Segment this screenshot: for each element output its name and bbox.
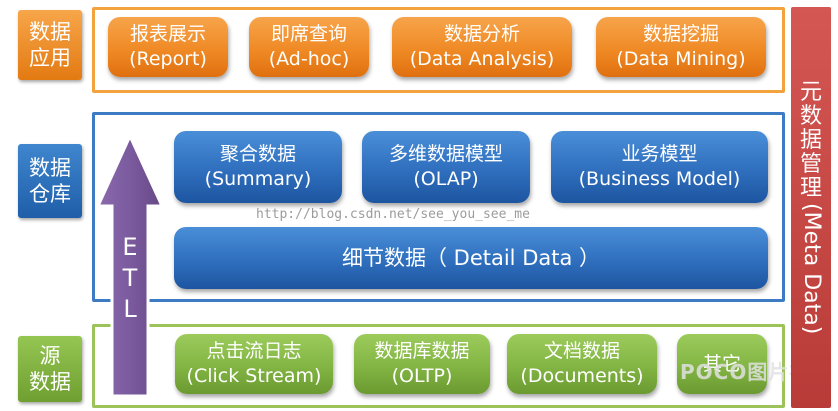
- layer-label-line: 源: [39, 344, 61, 368]
- box-title: 报表展示: [129, 23, 206, 45]
- app-box-report: 报表展示 (Report): [108, 17, 228, 77]
- meta-char: 据: [799, 127, 822, 153]
- layer-label-line: 数据: [29, 156, 71, 180]
- dw-box-business-model: 业务模型 (Business Model): [551, 131, 768, 203]
- box-subtitle: (Data Mining): [616, 48, 746, 70]
- box-title: 文档数据: [543, 340, 620, 362]
- box-title: 聚合数据: [219, 143, 296, 165]
- dw-box-summary: 聚合数据 (Summary): [174, 131, 342, 203]
- src-box-documents: 文档数据 (Documents): [507, 334, 657, 394]
- src-box-click-stream: 点击流日志 (Click Stream): [175, 334, 333, 394]
- box-subtitle: (Documents): [520, 365, 644, 387]
- source-frame: [92, 324, 785, 408]
- box-title: 数据分析: [443, 23, 520, 45]
- box-title: 细节数据（ Detail Data ）: [341, 245, 601, 270]
- box-title: 其它: [702, 352, 741, 375]
- box-subtitle: (Business Model): [578, 168, 741, 190]
- app-box-data-analysis: 数据分析 (Data Analysis): [392, 17, 572, 77]
- layer-label-line: 数据: [29, 370, 71, 394]
- dw-box-detail-data: 细节数据（ Detail Data ）: [174, 227, 768, 289]
- etl-letter: T: [122, 264, 138, 292]
- application-frame: [92, 7, 785, 93]
- watermark-url: http://blog.csdn.net/see_you_see_me: [256, 207, 530, 222]
- box-title: 多维数据模型: [388, 143, 503, 165]
- etl-label: E T L: [112, 232, 148, 325]
- layer-label-line: 应用: [29, 46, 71, 70]
- layer-label-warehouse: 数据 仓库: [18, 144, 82, 218]
- layer-label-line: 仓库: [29, 182, 71, 206]
- meta-char: 管: [799, 151, 822, 177]
- box-title: 即席查询: [270, 23, 347, 45]
- etl-letter: L: [123, 295, 137, 323]
- meta-char: 理: [799, 175, 822, 201]
- layer-label-source: 源 数据: [18, 336, 82, 402]
- etl-letter: E: [122, 233, 138, 261]
- layer-label-line: 数据: [29, 20, 71, 44]
- box-title: 点击流日志: [206, 340, 302, 362]
- box-subtitle: (OLTP): [391, 365, 453, 387]
- box-subtitle: (Ad-hoc): [268, 48, 350, 70]
- src-box-other: 其它: [677, 334, 767, 394]
- box-subtitle: (Report): [129, 48, 207, 70]
- box-subtitle: (Click Stream): [186, 365, 322, 387]
- box-title: 业务模型: [621, 143, 698, 165]
- box-subtitle: (Data Analysis): [409, 48, 555, 70]
- src-box-oltp: 数据库数据 (OLTP): [354, 334, 490, 394]
- layer-label-application: 数据 应用: [18, 10, 82, 80]
- meta-char: 数: [799, 103, 822, 129]
- meta-data-management: 元 数 据 管 理 (Meta Data): [791, 7, 831, 408]
- box-subtitle: (OLAP): [413, 168, 479, 190]
- box-subtitle: (Summary): [204, 168, 312, 190]
- box-title: 数据挖掘: [642, 23, 719, 45]
- meta-english: (Meta Data): [799, 202, 824, 335]
- meta-char: 元: [799, 79, 822, 105]
- warehouse-frame: [92, 112, 785, 302]
- app-box-adhoc: 即席查询 (Ad-hoc): [249, 17, 369, 77]
- etl-arrow-icon: [96, 134, 164, 398]
- app-box-data-mining: 数据挖掘 (Data Mining): [596, 17, 766, 77]
- dw-box-olap: 多维数据模型 (OLAP): [362, 131, 530, 203]
- box-title: 数据库数据: [374, 340, 470, 362]
